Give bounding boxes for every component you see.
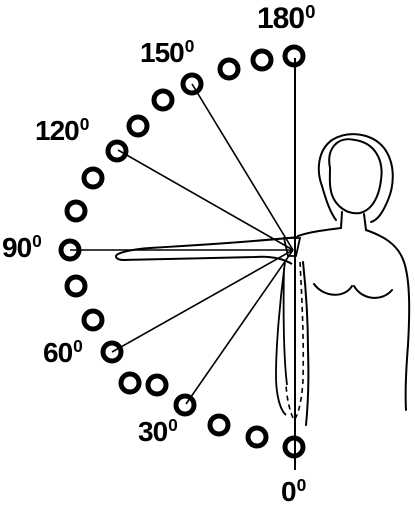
arc-circle — [248, 428, 266, 446]
arc-circles — [61, 47, 303, 456]
degree-mark: 0 — [297, 475, 306, 495]
label-0: 00 — [281, 476, 305, 508]
arc-circle — [84, 311, 102, 329]
degree-mark: 0 — [168, 415, 177, 435]
label-0-value: 0 — [281, 476, 296, 507]
arc-circle — [253, 51, 271, 69]
degree-mark: 0 — [32, 231, 41, 251]
torso-figure — [298, 134, 409, 425]
head-outline — [329, 139, 381, 213]
label-150-value: 150 — [140, 37, 184, 68]
arc-circle — [129, 117, 147, 135]
arc-circle — [84, 169, 102, 187]
label-180-value: 180 — [257, 2, 304, 35]
label-30-value: 30 — [138, 416, 167, 447]
label-60-value: 60 — [43, 337, 72, 368]
ray-60 — [112, 250, 293, 352]
arc-circle-120 — [108, 142, 126, 160]
degree-mark: 0 — [185, 36, 194, 56]
label-60: 600 — [43, 337, 82, 369]
resting-arm-solid — [276, 262, 287, 415]
neck-outline — [341, 212, 366, 230]
degree-mark: 0 — [73, 336, 82, 356]
label-120: 1200 — [35, 115, 88, 147]
right-shoulder — [366, 230, 409, 410]
label-90: 900 — [2, 232, 41, 264]
arc-circle-30 — [176, 396, 194, 414]
label-30: 300 — [138, 416, 177, 448]
label-120-value: 120 — [35, 115, 79, 146]
arc-circle — [67, 202, 85, 220]
ray-120 — [118, 150, 293, 250]
arc-circle — [121, 374, 139, 392]
bust-outline — [314, 284, 392, 298]
label-150: 1500 — [140, 37, 193, 69]
arc-circle — [154, 91, 172, 109]
ray-150 — [192, 84, 293, 250]
arc-circle — [220, 60, 238, 78]
label-180: 1800 — [257, 2, 314, 36]
arc-circle — [67, 277, 85, 295]
degree-mark: 0 — [305, 1, 314, 22]
left-shoulder — [298, 228, 341, 236]
label-90-value: 90 — [2, 232, 31, 263]
hair-left-strand — [322, 186, 336, 220]
arc-circle — [210, 416, 228, 434]
degree-mark: 0 — [80, 114, 89, 134]
arc-circle — [148, 376, 166, 394]
